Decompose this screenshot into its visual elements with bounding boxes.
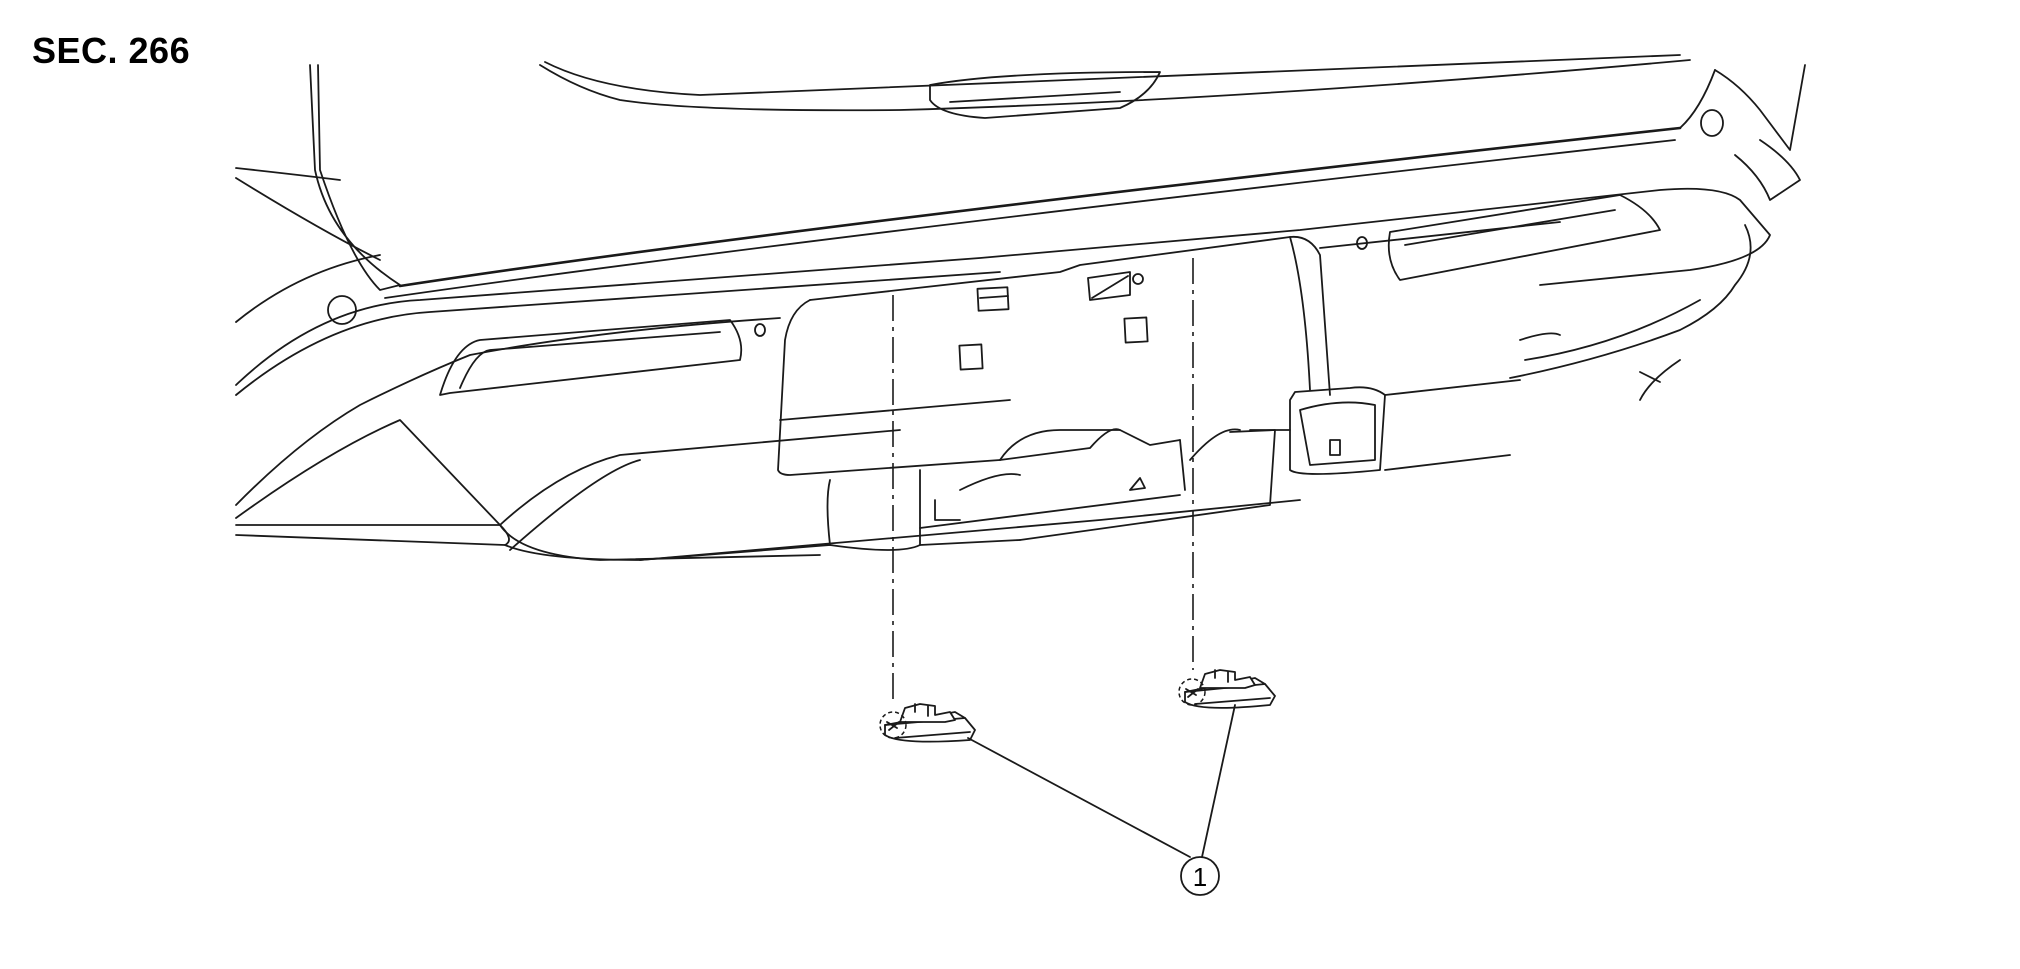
license-plate-lamp-left (880, 704, 975, 742)
license-plate-lamp-right (1179, 670, 1275, 708)
callout-circle (1181, 857, 1219, 895)
section-label: SEC. 266 (32, 30, 191, 71)
leader-line-right (1202, 705, 1235, 857)
rear-bumper-drawing (236, 55, 1805, 560)
leader-line-left (968, 738, 1190, 857)
callout-number: 1 (1193, 862, 1207, 892)
clip-dashed-circle (1179, 679, 1205, 705)
clip-dashed-circle (880, 712, 906, 738)
